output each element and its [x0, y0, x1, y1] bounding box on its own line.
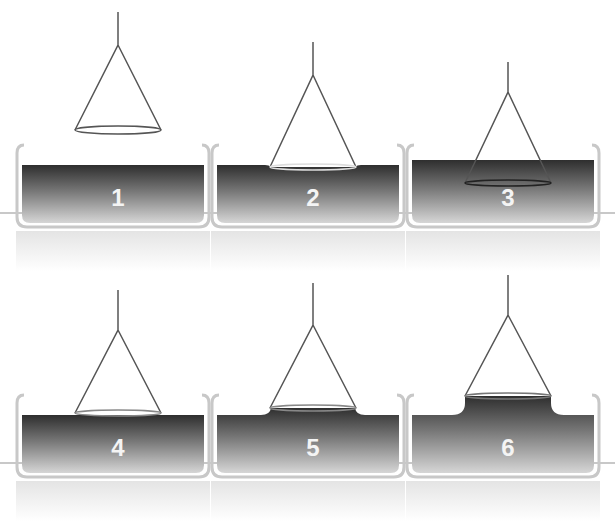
trough-5 [211, 395, 405, 521]
trough-1 [16, 145, 210, 271]
ring [75, 12, 551, 416]
callout-number: 2 [291, 184, 335, 212]
callout-number: 1 [96, 184, 140, 212]
callout-number: 5 [291, 434, 335, 462]
trough-4 [16, 395, 210, 521]
callout-number: 3 [486, 184, 530, 212]
callout-number: 6 [486, 434, 530, 462]
trough-3 [406, 145, 600, 271]
trough-6 [406, 395, 600, 521]
callout-number: 4 [96, 434, 140, 462]
trough-2 [211, 145, 405, 271]
